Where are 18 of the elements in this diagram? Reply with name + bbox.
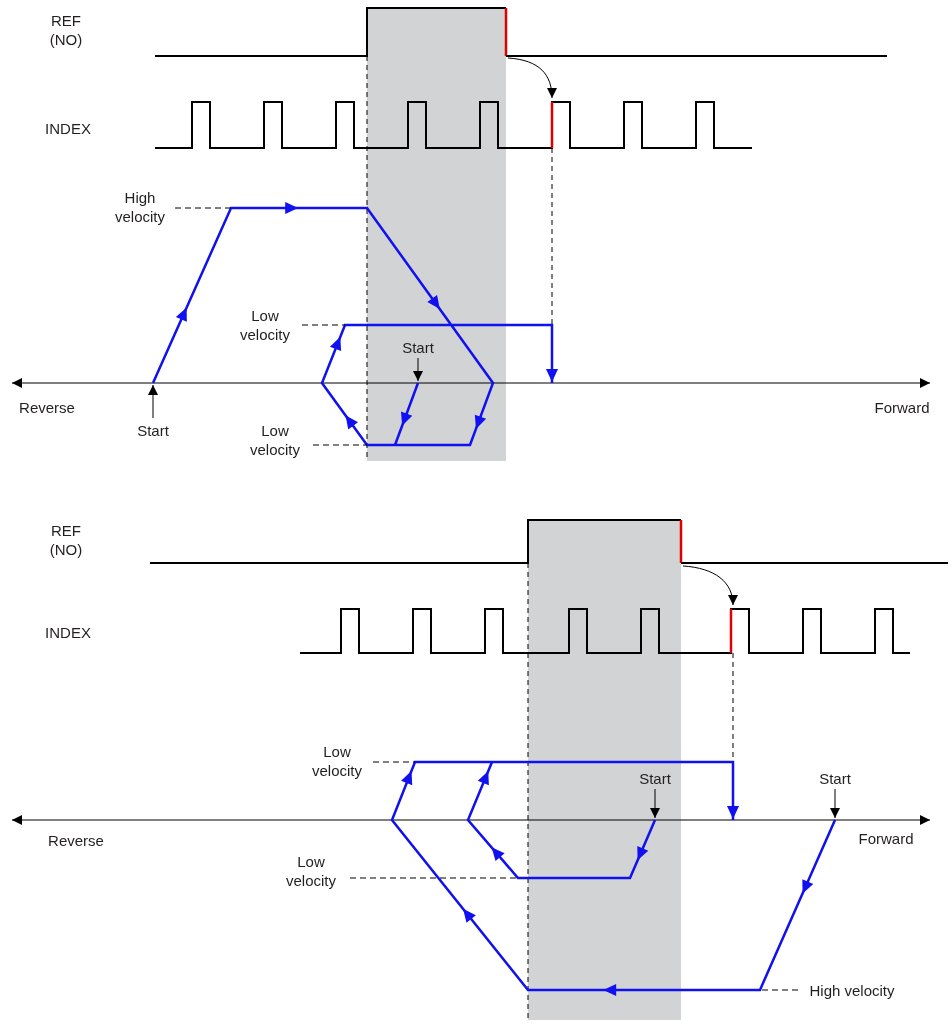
direction-label: Forward <box>857 828 915 848</box>
velocity-label: Low velocity <box>249 421 301 459</box>
signal-name: REF (NO) <box>48 521 84 559</box>
start-label: Start <box>136 420 170 440</box>
direction-label: Reverse <box>47 830 105 850</box>
start-label: Start <box>401 337 435 357</box>
signal-name: REF (NO) <box>48 11 84 49</box>
velocity-label: High velocity <box>808 980 896 1000</box>
start-label: Start <box>818 768 852 788</box>
start-label: Start <box>638 768 672 788</box>
signal-name: INDEX <box>44 622 92 642</box>
direction-label: Reverse <box>18 397 76 417</box>
velocity-label: Low velocity <box>239 306 291 344</box>
signal-name: INDEX <box>44 118 92 138</box>
velocity-label: Low velocity <box>285 852 337 890</box>
velocity-label: High velocity <box>114 188 166 226</box>
velocity-label: Low velocity <box>311 742 363 780</box>
direction-label: Forward <box>873 397 931 417</box>
